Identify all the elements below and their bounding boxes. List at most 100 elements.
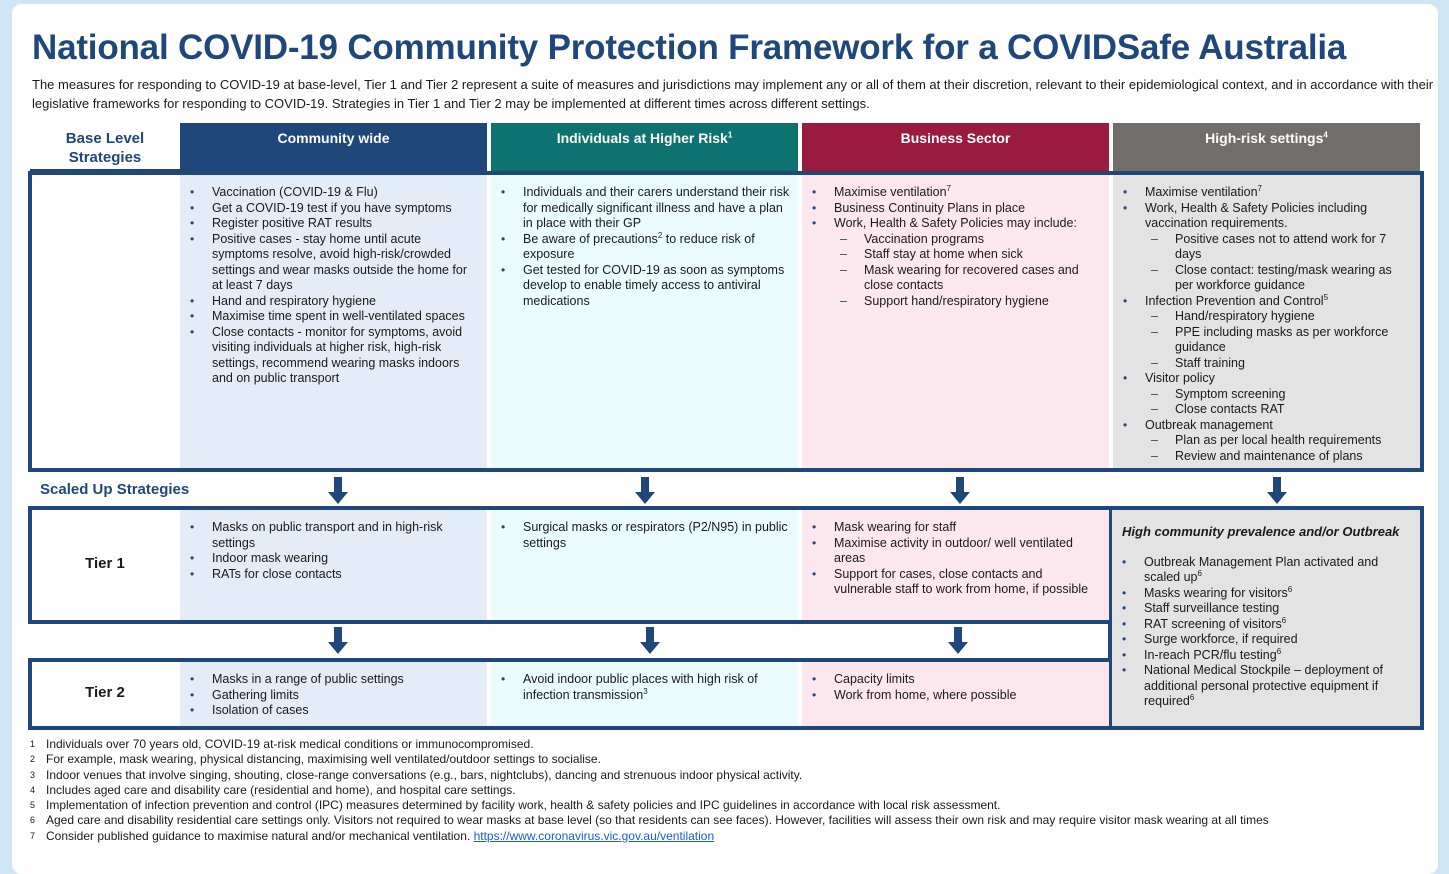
list-item: Infection Prevention and Control5 (1121, 293, 1412, 310)
list-item: National Medical Stockpile – deployment … (1120, 663, 1412, 710)
item-text: Outbreak Management Plan activated and s… (1144, 554, 1379, 585)
outbreak-heading: High community prevalence and/or Outbrea… (1122, 524, 1400, 539)
down-arrow-icon (950, 477, 970, 505)
tier2-column-2: Capacity limitsWork from home, where pos… (802, 662, 1109, 726)
item-text: Review and maintenance of plans (1175, 448, 1363, 463)
item-text: Business Continuity Plans in place (834, 200, 1026, 215)
footnote-text: Indoor venues that involve singing, shou… (46, 767, 803, 782)
footnote-text: Aged care and disability residential car… (46, 813, 1269, 828)
footnote-text: For example, mask wearing, physical dist… (46, 752, 601, 767)
footnote-text: Individuals over 70 years old, COVID-19 … (46, 737, 534, 751)
footnote-number: 3 (30, 769, 36, 780)
list-item: Be aware of precautions2 to reduce risk … (499, 231, 790, 263)
footnote-ref: 7 (946, 183, 951, 193)
list-item: Close contacts - monitor for symptoms, a… (188, 325, 479, 387)
tier2-column-1: Avoid indoor public places with high ris… (491, 662, 798, 726)
base-column-2: Maximise ventilation7Business Continuity… (802, 175, 1109, 468)
list-item: Gathering limits (188, 688, 479, 704)
item-text: to reduce risk of exposure (523, 231, 755, 262)
list-item: Outbreak management (1121, 418, 1412, 434)
list-item: Work, Health & Safety Policies may inclu… (810, 216, 1101, 232)
footnote-ref: 6 (1276, 646, 1282, 656)
item-text: Staff training (1175, 355, 1245, 370)
footnote-number: 4 (30, 784, 36, 795)
intro-text: The measures for responding to COVID-19 … (32, 77, 1434, 111)
column-header-1: Individuals at Higher Risk1 (491, 123, 798, 171)
sub-list-item: Close contact: testing/mask wearing as p… (1121, 263, 1412, 294)
tier2-label: Tier 2 (85, 684, 125, 701)
item-text: Maximise activity in outdoor/ well venti… (834, 535, 1073, 566)
sub-list-item: Staff stay at home when sick (810, 247, 1101, 263)
bullet-list: Vaccination (COVID-19 & Flu)Get a COVID-… (188, 185, 479, 387)
list-item: Indoor mask wearing (188, 551, 479, 567)
list-item: Isolation of cases (188, 703, 479, 719)
sub-list-item: Support hand/respiratory hygiene (810, 294, 1101, 310)
list-item: Support for cases, close contacts and vu… (810, 567, 1101, 598)
item-text: Hand and respiratory hygiene (212, 293, 376, 308)
item-text: Vaccination programs (864, 231, 984, 246)
item-text: PPE including masks as per workforce gui… (1175, 324, 1389, 355)
sub-list-item: Staff training (1121, 356, 1412, 372)
item-text: Work from home, where possible (834, 687, 1017, 702)
down-arrow-icon (640, 627, 660, 655)
tier1-column-0: Masks on public transport and in high-ri… (180, 510, 487, 620)
item-text: Maximise ventilation (1145, 185, 1258, 199)
page-title: National COVID-19 Community Protection F… (32, 28, 1347, 67)
sub-list-item: Vaccination programs (810, 232, 1101, 248)
header-text: High-risk settings (1205, 130, 1324, 146)
item-text: Masks wearing for visitors (1144, 585, 1288, 600)
item-text: Close contact: testing/mask wearing as p… (1175, 262, 1392, 293)
sub-list-item: Plan as per local health requirements (1121, 433, 1412, 449)
list-item: Outbreak Management Plan activated and s… (1120, 555, 1412, 586)
footnote-text: Includes aged care and disability care (… (46, 782, 516, 797)
base-column-1: Individuals and their carers understand … (491, 175, 798, 468)
item-text: Surgical masks or respirators (P2/N95) i… (523, 520, 788, 550)
header-text: Individuals at Higher Risk (556, 130, 728, 146)
footnote-ref: 4 (1323, 130, 1328, 140)
item-text: Mask wearing for recovered cases and clo… (864, 262, 1079, 293)
header-text: Community wide (277, 130, 390, 146)
footnote-text: Implementation of infection prevention a… (46, 798, 1001, 813)
item-text: Capacity limits (834, 672, 915, 686)
list-item: Capacity limits (810, 672, 1101, 688)
list-item: Vaccination (COVID-19 & Flu) (188, 185, 479, 201)
list-item: Register positive RAT results (188, 216, 479, 232)
item-text: Close contacts RAT (1175, 402, 1285, 416)
list-item: Surge workforce, if required (1120, 632, 1412, 648)
list-item: Work, Health & Safety Policies including… (1121, 201, 1412, 232)
list-item: In-reach PCR/flu testing6 (1120, 646, 1412, 664)
tier2-column-0: Masks in a range of public settingsGathe… (180, 662, 487, 726)
item-text: Staff surveillance testing (1144, 601, 1280, 615)
item-text: Avoid indoor public places with high ris… (523, 672, 758, 702)
item-text: Infection Prevention and Control (1145, 293, 1324, 308)
bullet-list: Masks in a range of public settingsGathe… (188, 672, 479, 719)
list-item: Staff surveillance testing (1120, 601, 1412, 617)
item-text: Masks in a range of public settings (212, 672, 404, 686)
item-text: Maximise ventilation (834, 185, 947, 199)
item-text: Gathering limits (212, 687, 299, 702)
ventilation-guidance-link[interactable]: https://www.coronavirus.vic.gov.au/venti… (473, 828, 715, 843)
sub-list-item: Mask wearing for recovered cases and clo… (810, 263, 1101, 294)
item-text: Close contacts - monitor for symptoms, a… (212, 324, 463, 386)
sub-list-item: Positive cases not to attend work for 7 … (1121, 232, 1412, 263)
footnote: 5 Implementation of infection prevention … (30, 798, 1269, 813)
item-text: Positive cases not to attend work for 7 … (1175, 231, 1387, 262)
list-item: Masks in a range of public settings (188, 672, 479, 688)
highrisk-scaled-box (1108, 506, 1424, 730)
sub-list-item: PPE including masks as per workforce gui… (1121, 325, 1412, 356)
down-arrow-icon (948, 627, 968, 655)
footnote-ref: 6 (1287, 584, 1293, 594)
down-arrow-icon (328, 627, 348, 655)
footnote-number: 5 (30, 800, 36, 811)
item-text: Register positive RAT results (212, 216, 373, 230)
item-text: Get a COVID-19 test if you have symptoms (212, 200, 452, 215)
list-item: Visitor policy (1121, 371, 1412, 387)
tier1-column-2: Mask wearing for staffMaximise activity … (802, 510, 1109, 620)
item-text: Vaccination (COVID-19 & Flu) (212, 185, 378, 199)
item-text: Mask wearing for staff (834, 520, 957, 534)
item-text: Symptom screening (1175, 386, 1286, 401)
item-text: National Medical Stockpile – deployment … (1144, 663, 1384, 708)
item-text: RATs for close contacts (212, 566, 342, 581)
